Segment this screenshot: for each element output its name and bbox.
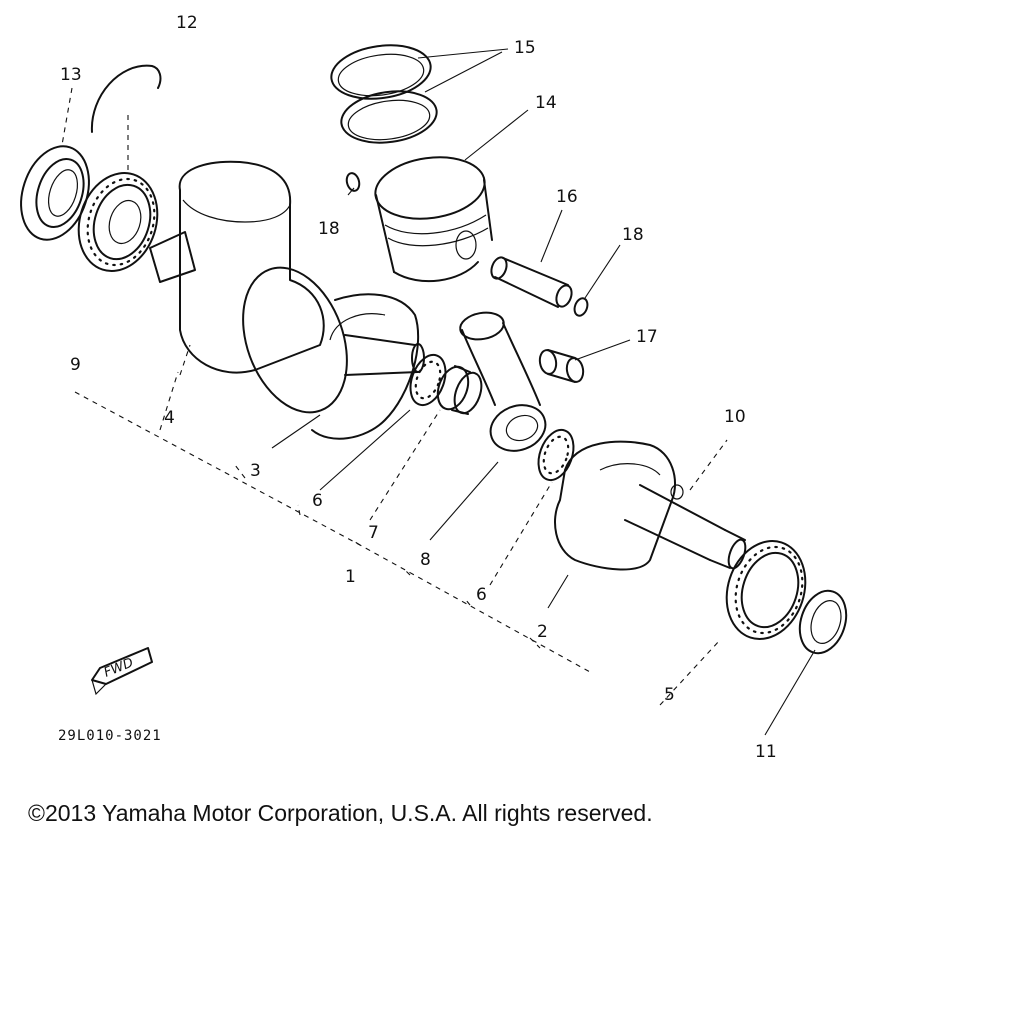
callout-7: 7 [368, 523, 379, 543]
callout-4: 4 [164, 408, 175, 428]
connecting-rod [459, 311, 547, 452]
small-end-bearing [538, 349, 585, 383]
callout-10: 10 [724, 407, 746, 427]
callout-11: 11 [755, 742, 777, 762]
callout-14: 14 [535, 93, 557, 113]
callout-9: 9 [70, 355, 81, 375]
leader-lines [61, 48, 816, 736]
callout-15: 15 [514, 38, 536, 58]
piston-pin-clip-right [573, 297, 589, 317]
right-crank-half [554, 440, 747, 571]
right-bearing [725, 540, 807, 640]
callout-5: 5 [664, 685, 675, 705]
left-bearing [77, 172, 159, 272]
piston-pin-clip-left [345, 172, 361, 192]
callout-3: 3 [250, 461, 261, 481]
callout-17: 17 [636, 327, 658, 347]
forward-direction-arrow: FWD [91, 647, 153, 696]
oil-seal [20, 145, 90, 241]
thrust-washer-left [409, 353, 447, 407]
callout-6-left: 6 [312, 491, 323, 511]
callout-18-left: 18 [318, 219, 340, 239]
callout-8: 8 [420, 550, 431, 570]
callout-6-right: 6 [476, 585, 487, 605]
callout-18-right: 18 [622, 225, 644, 245]
callout-labels: 1 2 3 4 5 6 6 7 8 9 10 11 12 13 14 15 16… [60, 13, 777, 762]
thrust-washer-right [537, 428, 575, 482]
crank-pin [436, 365, 483, 415]
piston-rings [330, 44, 438, 144]
piston-pin [490, 256, 573, 308]
left-crank-wheel [149, 160, 325, 374]
crankshaft-piston-exploded-diagram: FWD 1 2 3 4 5 6 6 7 8 9 10 11 12 13 14 1… [20, 13, 848, 762]
callout-1: 1 [345, 567, 356, 587]
callout-12: 12 [176, 13, 198, 33]
right-oil-seal [798, 589, 848, 655]
circlip [90, 64, 162, 133]
piston [374, 156, 493, 283]
copyright-notice: ©2013 Yamaha Motor Corporation, U.S.A. A… [28, 800, 653, 826]
left-crank-web [242, 266, 425, 440]
drawing-code: 29L010-3021 [58, 728, 162, 744]
callout-2: 2 [537, 622, 548, 642]
callout-16: 16 [556, 187, 578, 207]
callout-13: 13 [60, 65, 82, 85]
